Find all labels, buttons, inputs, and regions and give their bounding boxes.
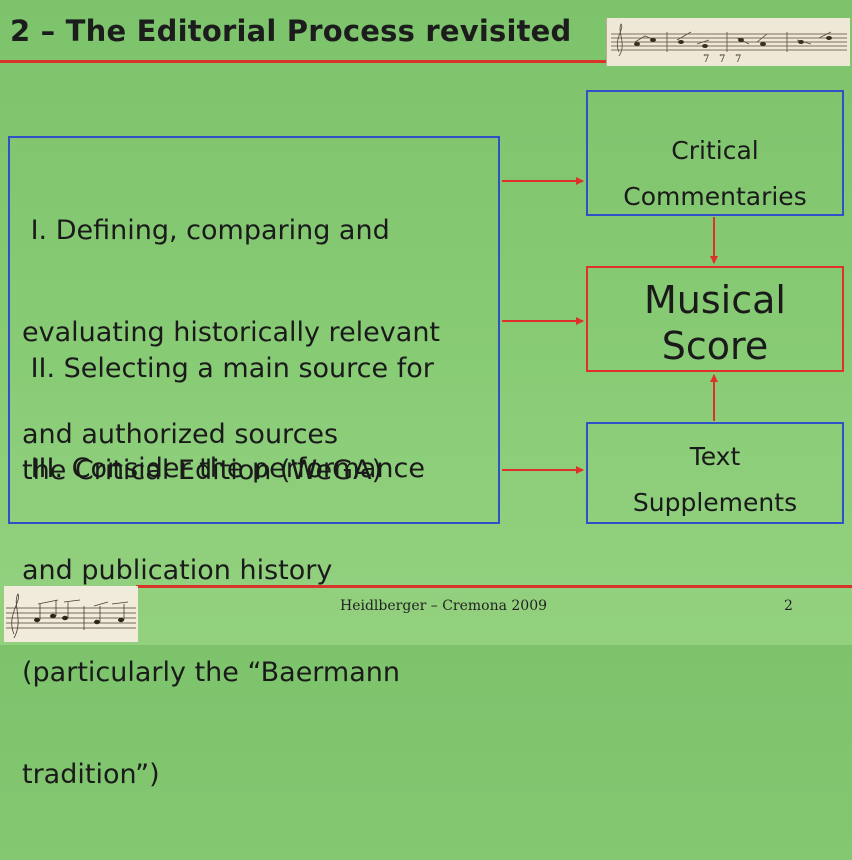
step-2-text: II. Selecting a main source for the Crit… <box>22 284 434 556</box>
step-3-line-2: and publication history <box>22 555 333 586</box>
text-supplements-label-1: Text <box>689 442 741 471</box>
slide-title: 2 – The Editorial Process revisited <box>10 14 572 48</box>
musical-score-label-1: Musical <box>644 278 786 322</box>
page-number: 2 <box>784 598 793 614</box>
step-3-line-4: tradition”) <box>22 759 160 790</box>
musical-score-label-2: Score <box>661 324 769 368</box>
critical-commentaries-label-2: Commentaries <box>623 182 807 211</box>
footer-center-text: Heidlberger – Cremona 2009 <box>340 598 548 614</box>
connector-arrows <box>502 177 718 474</box>
title-rule <box>0 60 610 63</box>
music-notation-footer-drawing <box>6 593 136 639</box>
svg-text:7: 7 <box>719 54 725 65</box>
svg-text:7: 7 <box>703 54 709 65</box>
step-1-line-3: and authorized sources <box>22 419 339 450</box>
musical-score-box: Musical Score <box>586 266 844 372</box>
text-supplements-box: Text Supplements <box>586 422 844 524</box>
step-1-line-2: evaluating historically relevant <box>22 317 441 348</box>
svg-text:7: 7 <box>735 54 741 65</box>
footer-rule <box>136 585 852 588</box>
step-3-line-3: (particularly the “Baermann <box>22 657 400 688</box>
step-2-line-2: the Critical Edition (WeGA) <box>22 455 383 486</box>
step-1-line-1: I. Defining, comparing and <box>22 215 390 246</box>
critical-commentaries-box: Critical Commentaries <box>586 90 844 216</box>
step-2-line-1: II. Selecting a main source for <box>22 353 434 384</box>
step-3-line-1: III. Consider the performance <box>22 453 425 484</box>
critical-commentaries-label-1: Critical <box>671 136 759 165</box>
music-notation-footer-image <box>4 586 138 642</box>
text-supplements-label-2: Supplements <box>632 488 798 517</box>
step-1-text: I. Defining, comparing and evaluating hi… <box>22 146 440 520</box>
